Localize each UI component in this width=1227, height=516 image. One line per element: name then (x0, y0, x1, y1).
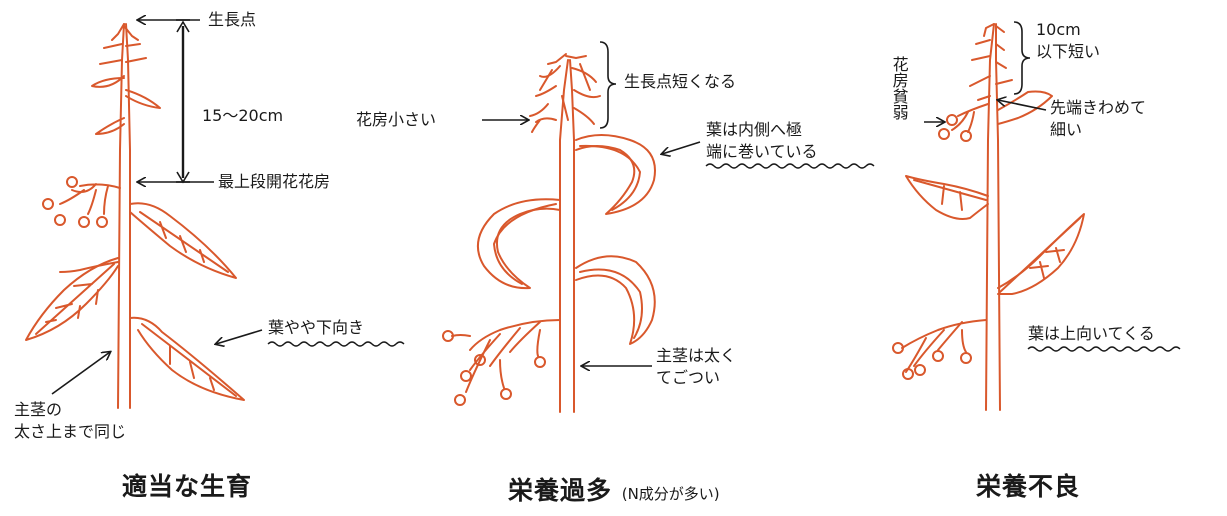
arrow-stem (51, 352, 110, 395)
caption-under-nutrition: 栄養不良 (976, 472, 1081, 501)
leaf-upper-right (125, 89, 161, 109)
arrow-leaf (662, 141, 701, 154)
label-distance: 15～20cm (202, 106, 284, 125)
leaf-upper-left (91, 75, 125, 88)
leaf-stalk (59, 261, 119, 273)
arrow-tip (998, 100, 1047, 111)
caption-over-nutrition-title: 栄養過多 (508, 476, 613, 505)
caption-over-nutrition: 栄養過多 (N成分が多い) (508, 476, 720, 506)
main-stem (559, 59, 569, 413)
flower-bud (460, 370, 472, 382)
flower-cluster (531, 117, 557, 133)
main-stem (117, 23, 125, 409)
label-tip-line1: 先端きわめて (1050, 98, 1147, 117)
main-stem-outline (569, 59, 575, 413)
flower-bud (960, 352, 972, 364)
curled-leaf-left (476, 198, 561, 290)
main-stem-outline (125, 23, 131, 409)
flower-bud (66, 176, 78, 188)
dimension-arrow-top (176, 20, 190, 33)
plant-over-nutrition (442, 53, 656, 413)
brace-growing-point (599, 41, 617, 129)
leaf-veins (139, 211, 229, 273)
label-distance-line1: 10cm (1036, 20, 1081, 39)
label-top-flower-cluster: 最上段開花花房 (218, 172, 331, 191)
flower-bud (78, 216, 90, 228)
leaf-veins (141, 323, 237, 397)
caption-proper-growth: 適当な生育 (122, 472, 253, 501)
label-leaf-upward: 葉は上向いてくる (1028, 324, 1155, 343)
flower-bud (454, 394, 466, 406)
flower-bud (534, 356, 546, 368)
leaf-veins (35, 263, 115, 335)
leaf-left (905, 175, 989, 220)
leaf-right-large (129, 202, 237, 279)
label-stem-line2: てごつい (656, 368, 721, 387)
flower-bud (960, 130, 972, 142)
curled-leaf-upper-right (575, 134, 656, 215)
leaf-vein (579, 268, 643, 339)
flower-bud (946, 114, 958, 126)
label-stem-line2: 太さ上まで同じ (14, 422, 127, 441)
tip-details (539, 63, 591, 121)
label-stem-line1: 主茎は太く (656, 346, 737, 365)
label-growing-point: 生長点 (208, 10, 257, 29)
flower-bud (442, 330, 454, 342)
plant-under-nutrition (892, 23, 1085, 411)
leaf-vein (579, 144, 641, 211)
flower-bud (902, 368, 914, 380)
flower-bud (96, 216, 108, 228)
leaf-veins (999, 217, 1081, 293)
label-tip-line2: 細い (1050, 120, 1083, 139)
caption-over-nutrition-note: (N成分が多い) (621, 485, 720, 503)
label-growing-point-short: 生長点短くなる (624, 72, 737, 91)
flower-cluster-lower (901, 319, 987, 373)
flower-bud (54, 214, 66, 226)
flower-bud (42, 198, 54, 210)
leaf-vein (493, 203, 557, 285)
brace-distance (1013, 21, 1031, 95)
leaf-upper-right (997, 90, 1053, 125)
thin-tip (969, 23, 1013, 101)
panel2-annotations (482, 41, 875, 366)
curled-leaf-lower-right (575, 255, 656, 345)
flower-bud (932, 350, 944, 362)
panel3-annotations (924, 21, 1181, 352)
flower-bud (474, 354, 486, 366)
growing-tip (99, 23, 147, 65)
label-flower-cluster-small: 花房小さい (356, 110, 437, 129)
leaf-right-lower (129, 316, 245, 401)
flower-bud (892, 342, 904, 354)
plant-proper-growth (25, 23, 245, 409)
flower-bud (500, 388, 512, 400)
wavy-underline (705, 163, 875, 169)
flower-cluster-lower (451, 319, 561, 393)
label-stem-line1: 主茎の (14, 400, 63, 419)
flower-cluster (59, 183, 121, 215)
label-distance-line2: 以下短い (1036, 42, 1101, 61)
leaf-mid-left (95, 117, 125, 135)
wavy-underline (267, 341, 405, 347)
leaf-veins (913, 179, 987, 211)
main-stem-outline (995, 23, 1001, 411)
label-leaf-line2: 端に巻いている (706, 142, 818, 161)
label-flower-cluster-weak: 花房貧弱 (889, 56, 909, 120)
flower-bud (914, 364, 926, 376)
wavy-underline (1027, 346, 1181, 352)
label-leaf: 葉やや下向き (268, 318, 365, 337)
label-leaf-line1: 葉は内側へ極 (706, 120, 803, 139)
flower-bud (938, 128, 950, 140)
main-stem (985, 23, 995, 411)
panel1-annotations (51, 20, 405, 395)
arrow-leaf (216, 329, 263, 344)
